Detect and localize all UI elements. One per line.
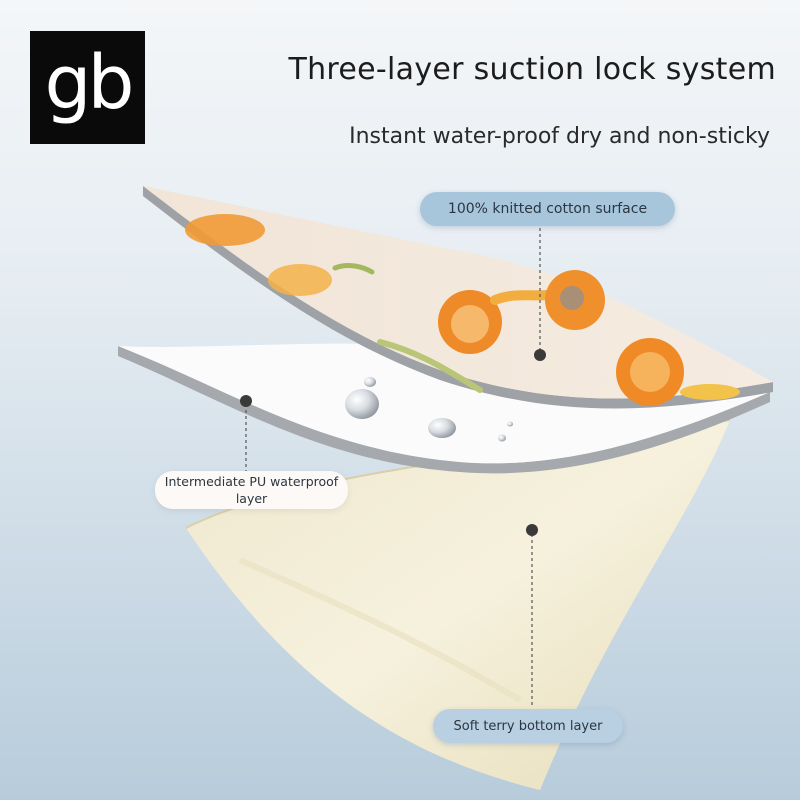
callout-terry-layer: Soft terry bottom layer xyxy=(433,709,623,743)
page-title: Three-layer suction lock system xyxy=(288,52,776,87)
water-drop-icon xyxy=(498,434,506,442)
callout-pu-layer: Intermediate PU waterproof layer xyxy=(155,471,348,509)
page-subtitle: Instant water-proof dry and non-sticky xyxy=(349,124,770,149)
brand-logo-text: gb xyxy=(44,39,135,126)
water-drop-icon xyxy=(364,377,376,387)
brand-logo: gb xyxy=(30,31,145,144)
leaf-print-icon xyxy=(332,263,483,393)
water-drop-icon xyxy=(428,418,456,438)
callout-cotton-surface: 100% knitted cotton surface xyxy=(420,192,675,226)
lion-print-icon xyxy=(545,270,605,330)
water-drop-icon xyxy=(345,389,379,419)
callout-connectors xyxy=(240,228,546,705)
cotton-top-layer xyxy=(143,186,773,409)
water-drop-icon xyxy=(507,421,513,427)
lion-print-icon xyxy=(185,214,332,296)
lion-print-icon xyxy=(616,338,740,406)
